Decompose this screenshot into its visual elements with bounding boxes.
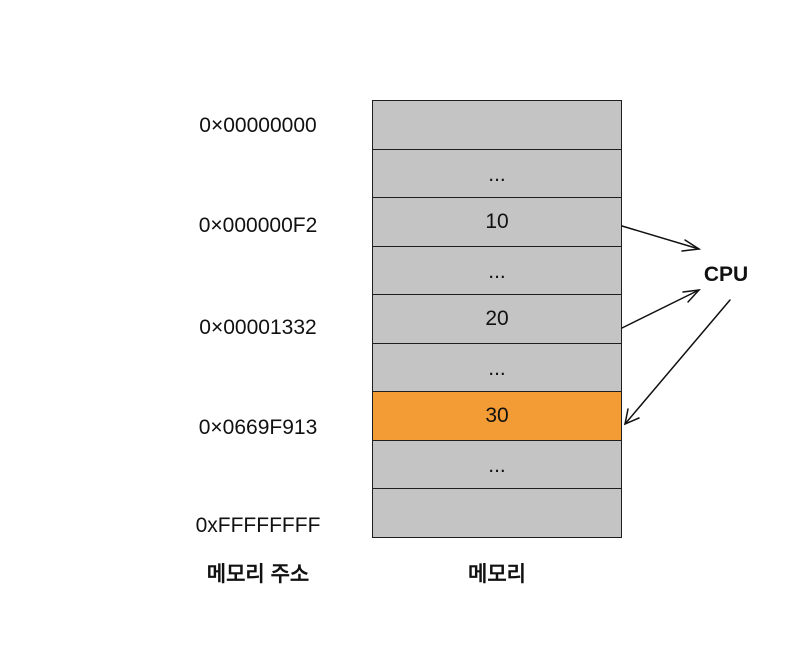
cpu-label: CPU <box>703 263 749 286</box>
memory-cell-6-highlighted: 30 <box>372 391 622 441</box>
arrow-mem-20-to-cpu <box>621 289 701 329</box>
address-label-1: 0×000000F2 <box>198 214 318 237</box>
memory-caption: 메모리 <box>468 563 526 586</box>
memory-cell-8 <box>372 488 622 538</box>
address-label-3: 0×0669F913 <box>198 416 318 439</box>
address-caption: 메모리 주소 <box>206 563 310 586</box>
address-label-2: 0×00001332 <box>199 316 317 339</box>
memory-column: ... 10 ... 20 ... 30 ... <box>372 100 622 538</box>
memory-cell-5: ... <box>372 342 622 393</box>
address-label-0: 0×00000000 <box>199 114 317 137</box>
arrow-mem-10-to-cpu <box>621 225 702 252</box>
arrow-cpu-to-mem-30 <box>623 299 731 426</box>
memory-cell-3: ... <box>372 245 622 296</box>
memory-cell-2: 10 <box>372 197 622 247</box>
memory-cell-4: 20 <box>372 294 622 344</box>
memory-cell-7: ... <box>372 439 622 490</box>
address-label-4: 0xFFFFFFFF <box>195 514 321 537</box>
memory-cell-0 <box>372 100 622 150</box>
